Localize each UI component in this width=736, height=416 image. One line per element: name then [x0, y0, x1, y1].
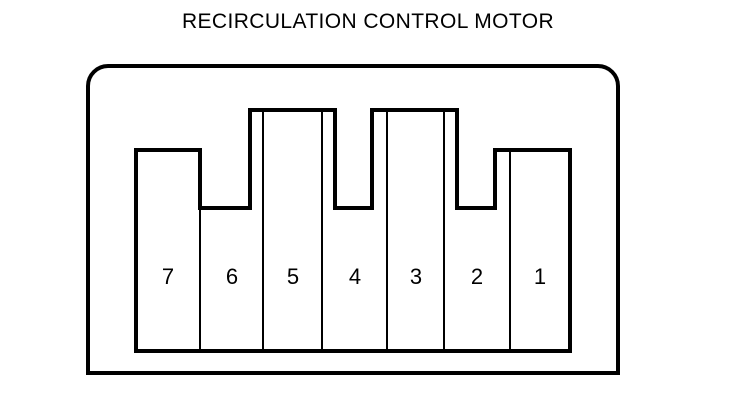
- connector-shell-outline: [86, 64, 620, 375]
- page-title: RECIRCULATION CONTROL MOTOR: [181, 10, 555, 33]
- cavity-label-2: 2: [470, 264, 484, 289]
- cavity-label-4: 4: [348, 264, 362, 289]
- cavity-label-1: 1: [533, 264, 547, 289]
- cavity-label-5: 5: [286, 264, 300, 289]
- cavity-label-3: 3: [409, 264, 423, 289]
- cavity-block-outline: [134, 108, 572, 353]
- cavity-label-6: 6: [225, 264, 239, 289]
- cavity-label-7: 7: [161, 264, 175, 289]
